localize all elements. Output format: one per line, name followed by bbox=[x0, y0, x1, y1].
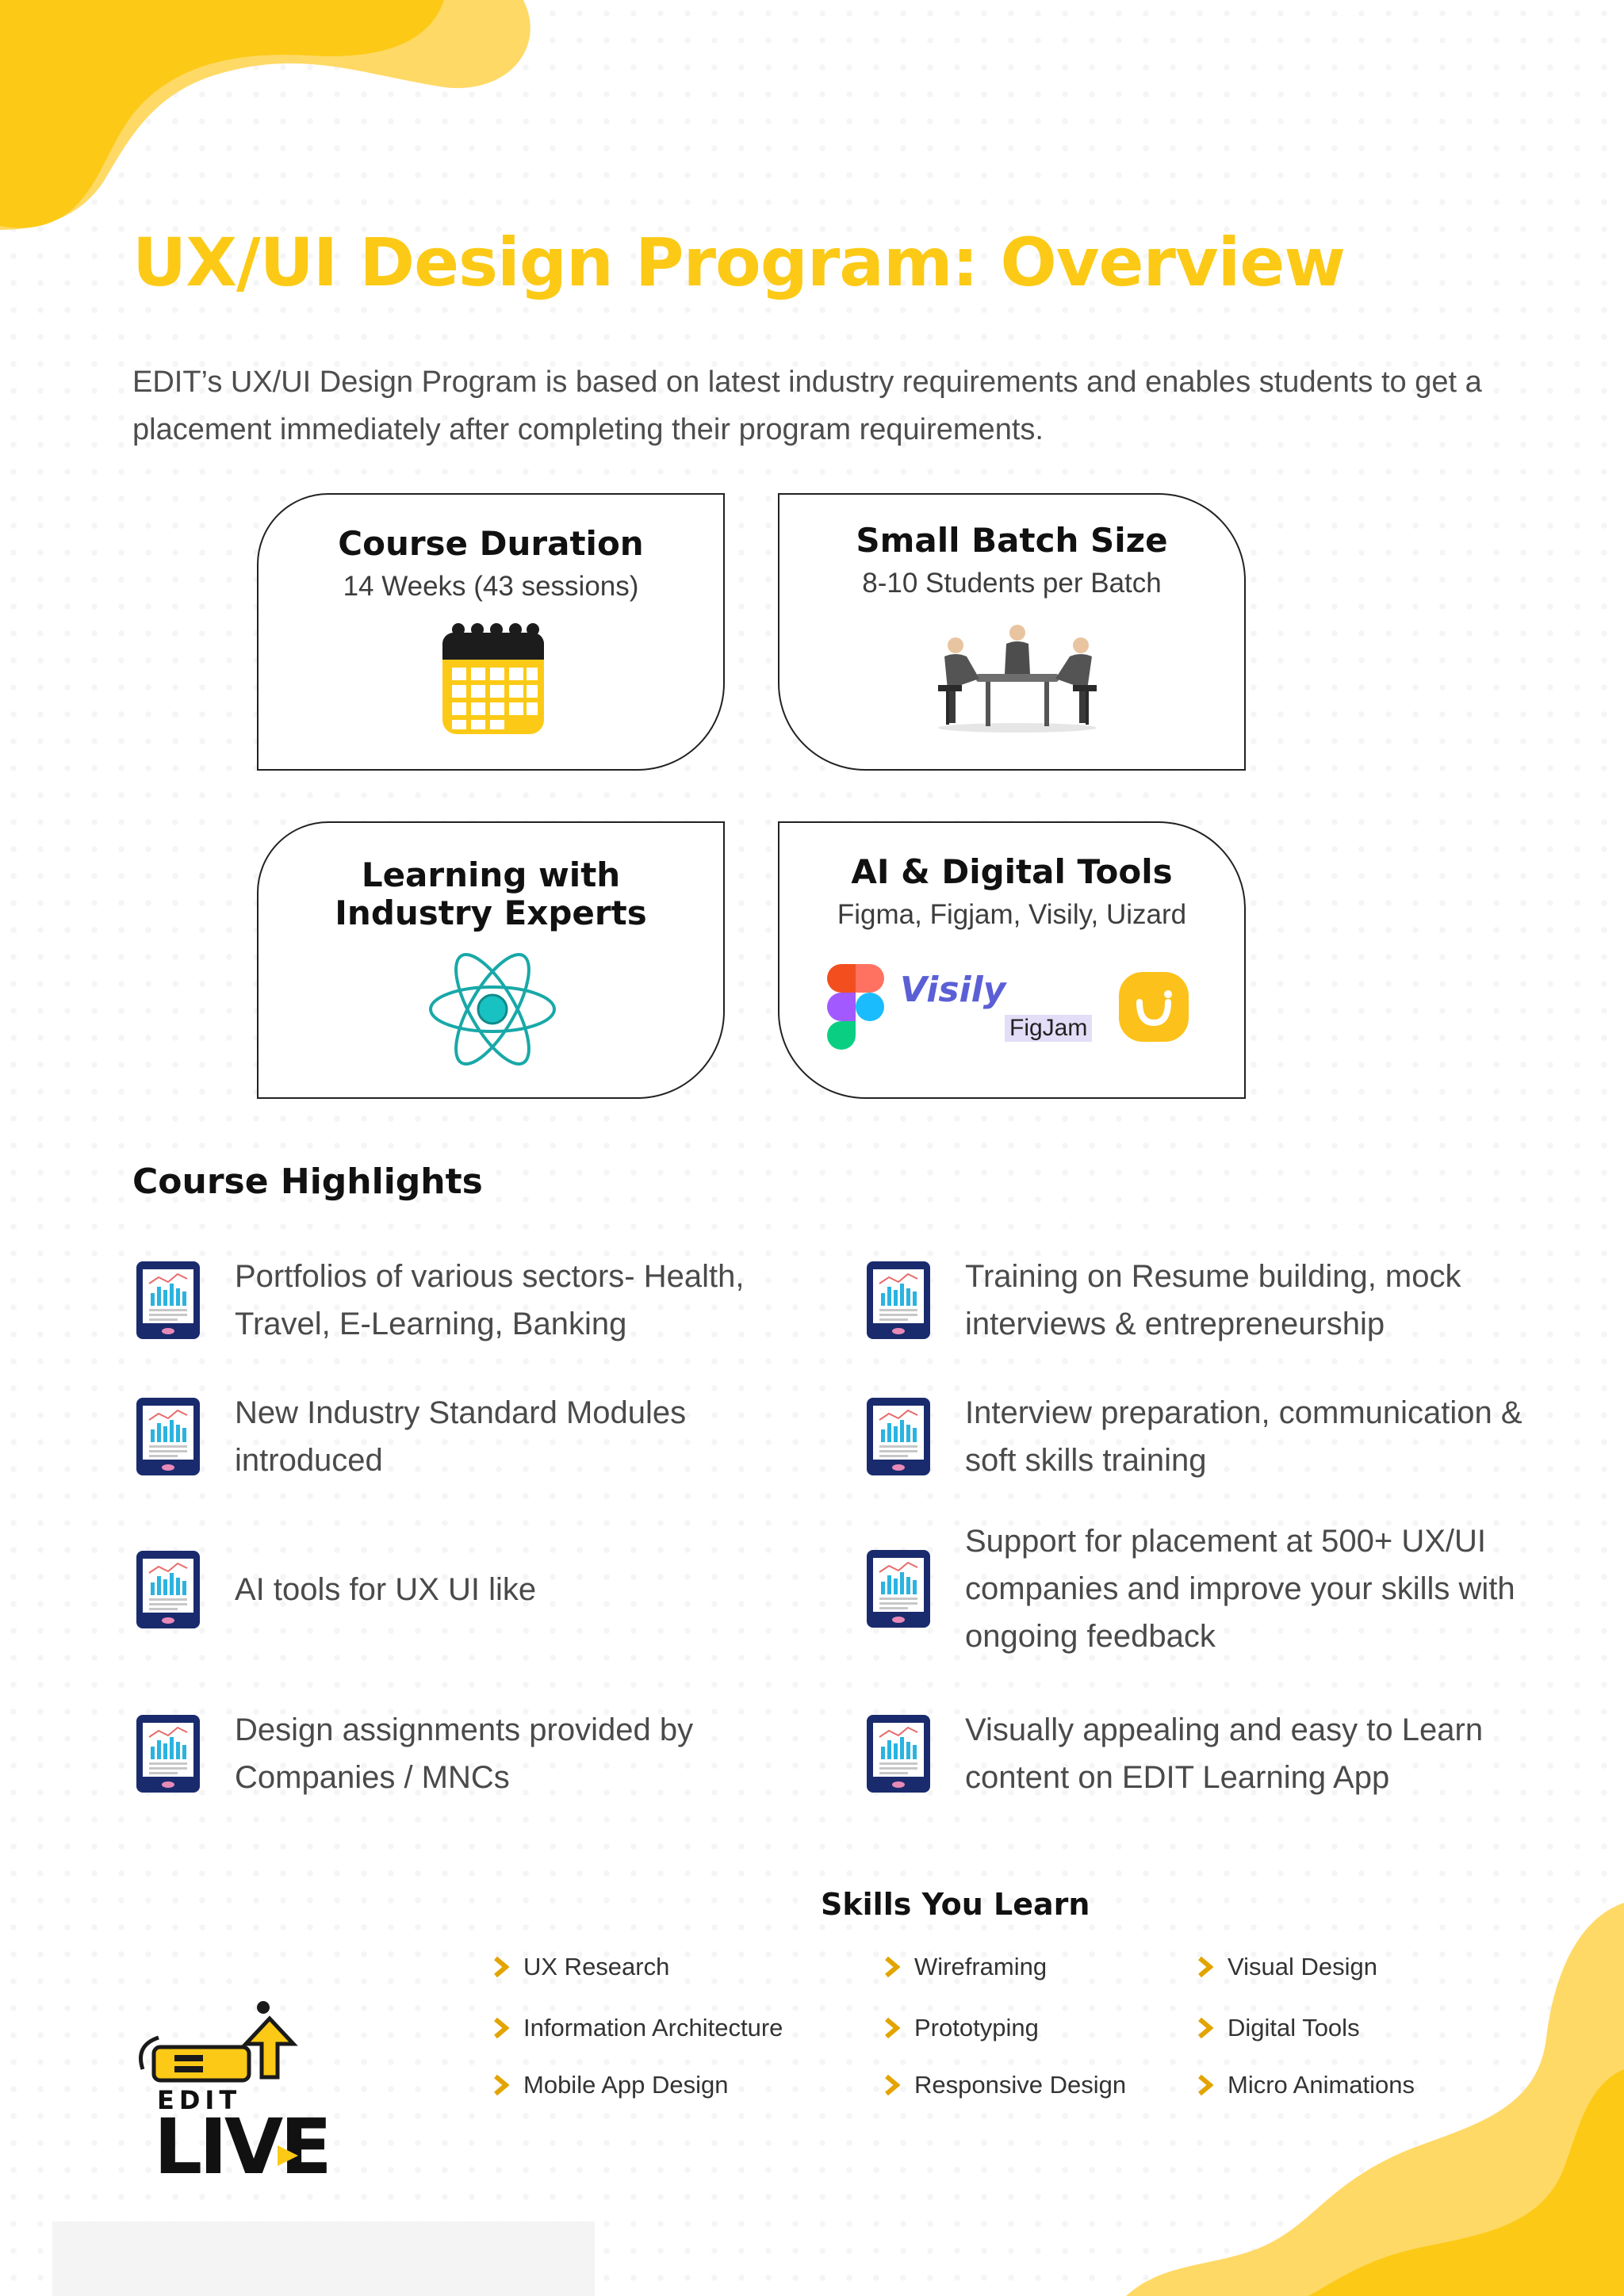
tablet-chart-icon bbox=[136, 1715, 200, 1793]
skill-label: Responsive Design bbox=[914, 2071, 1127, 2099]
skill-item: Responsive Design bbox=[884, 2071, 1126, 2099]
highlight-text: Design assignments provided by Companies… bbox=[235, 1712, 694, 1795]
card-title: Learning with Industry Experts bbox=[259, 856, 723, 932]
tablet-chart-icon bbox=[867, 1550, 930, 1628]
chevron-right-icon bbox=[494, 2017, 509, 2039]
skill-label: Information Architecture bbox=[523, 2014, 783, 2042]
skill-item: Micro Animations bbox=[1197, 2071, 1415, 2099]
tablet-chart-icon bbox=[136, 1261, 200, 1339]
calendar-icon bbox=[442, 623, 544, 734]
card-title: Course Duration bbox=[338, 524, 644, 563]
highlight-text: Portfolios of various sectors- Health, T… bbox=[235, 1259, 745, 1341]
highlight-item: New Industry Standard Modules introduced bbox=[135, 1389, 806, 1484]
skill-label: Visual Design bbox=[1228, 1953, 1377, 1980]
figjam-logo: FigJam bbox=[1005, 1015, 1093, 1042]
skill-label: Wireframing bbox=[914, 1953, 1048, 1980]
tablet-chart-icon bbox=[867, 1261, 930, 1339]
card-course-duration: Course Duration 14 Weeks (43 sessions) bbox=[257, 493, 725, 771]
chevron-right-icon bbox=[885, 2017, 900, 2039]
figma-logo-icon bbox=[827, 964, 884, 1050]
chevron-right-icon bbox=[1198, 2074, 1213, 2096]
atom-icon bbox=[429, 953, 556, 1066]
highlight-item: Training on Resume building, mock interv… bbox=[865, 1253, 1536, 1348]
chevron-right-icon bbox=[885, 1956, 900, 1978]
course-highlights-heading: Course Highlights bbox=[132, 1161, 483, 1202]
skill-label: UX Research bbox=[523, 1953, 670, 1980]
bottom-right-blob bbox=[1126, 1903, 1624, 2296]
tablet-chart-icon bbox=[867, 1398, 930, 1475]
highlight-item: Portfolios of various sectors- Health, T… bbox=[135, 1253, 806, 1348]
highlight-text: Interview preparation, communication & s… bbox=[965, 1395, 1522, 1478]
skill-item: Digital Tools bbox=[1197, 2014, 1360, 2042]
card-subtitle: Figma, Figjam, Visily, Uizard bbox=[837, 899, 1187, 930]
highlight-item: AI tools for UX UI like bbox=[135, 1549, 806, 1630]
card-title-line1: Learning with bbox=[361, 855, 621, 894]
meeting-people-icon bbox=[938, 625, 1097, 733]
card-subtitle: 8-10 Students per Batch bbox=[862, 568, 1162, 599]
chevron-right-icon bbox=[1198, 1956, 1213, 1978]
highlight-item: Support for placement at 500+ UX/UI comp… bbox=[865, 1517, 1536, 1660]
card-small-batch-size: Small Batch Size 8-10 Students per Batch bbox=[778, 493, 1246, 771]
highlight-text: Training on Resume building, mock interv… bbox=[965, 1259, 1461, 1341]
card-learning-with-experts: Learning with Industry Experts bbox=[257, 821, 725, 1099]
card-title-line2: Industry Experts bbox=[335, 894, 647, 932]
skill-label: Mobile App Design bbox=[523, 2071, 729, 2099]
skill-item: Prototyping bbox=[884, 2014, 1039, 2042]
highlight-item: Interview preparation, communication & s… bbox=[865, 1389, 1536, 1484]
skill-label: Micro Animations bbox=[1228, 2071, 1415, 2099]
highlight-text: Visually appealing and easy to Learn con… bbox=[965, 1712, 1484, 1795]
chevron-right-icon bbox=[494, 1956, 509, 1978]
highlight-text: Support for placement at 500+ UX/UI comp… bbox=[965, 1524, 1515, 1654]
skill-label: Prototyping bbox=[914, 2014, 1039, 2042]
skill-item: Mobile App Design bbox=[493, 2071, 729, 2099]
skill-item: Wireframing bbox=[884, 1953, 1047, 1981]
card-title: AI & Digital Tools bbox=[851, 852, 1173, 891]
chevron-right-icon bbox=[885, 2074, 900, 2096]
tablet-chart-icon bbox=[867, 1715, 930, 1793]
tablet-chart-icon bbox=[136, 1398, 200, 1475]
highlight-text: New Industry Standard Modules introduced bbox=[235, 1395, 687, 1478]
chevron-right-icon bbox=[494, 2074, 509, 2096]
skill-item: Information Architecture bbox=[493, 2014, 783, 2042]
visily-logo: Visily bbox=[900, 970, 1006, 1010]
highlight-text: AI tools for UX UI like bbox=[235, 1572, 537, 1607]
chevron-right-icon bbox=[1198, 2017, 1213, 2039]
uizard-logo-icon bbox=[1119, 972, 1189, 1042]
skills-heading: Skills You Learn bbox=[821, 1887, 1090, 1922]
highlight-item: Visually appealing and easy to Learn con… bbox=[865, 1706, 1536, 1801]
top-left-blob bbox=[0, 0, 530, 230]
skill-label: Digital Tools bbox=[1228, 2014, 1360, 2042]
logo-live-text: LIVE bbox=[154, 2103, 332, 2191]
edit-live-logo: EDIT LIVE bbox=[127, 1998, 357, 2188]
footer-strip bbox=[52, 2221, 595, 2296]
skill-item: Visual Design bbox=[1197, 1953, 1377, 1981]
intro-paragraph: EDIT’s UX/UI Design Program is based on … bbox=[132, 365, 1482, 446]
play-triangle-icon bbox=[278, 2145, 298, 2166]
page-title: UX/UI Design Program: Overview bbox=[132, 224, 1346, 301]
edit-logo-mark bbox=[139, 2001, 298, 2083]
card-title: Small Batch Size bbox=[856, 521, 1168, 560]
logo-edit-text: EDIT bbox=[157, 2085, 242, 2115]
card-subtitle: 14 Weeks (43 sessions) bbox=[343, 571, 639, 602]
skill-item: UX Research bbox=[493, 1953, 669, 1981]
card-ai-digital-tools: AI & Digital Tools Figma, Figjam, Visily… bbox=[778, 821, 1246, 1099]
tablet-chart-icon bbox=[136, 1551, 200, 1628]
highlight-item: Design assignments provided by Companies… bbox=[135, 1706, 806, 1801]
